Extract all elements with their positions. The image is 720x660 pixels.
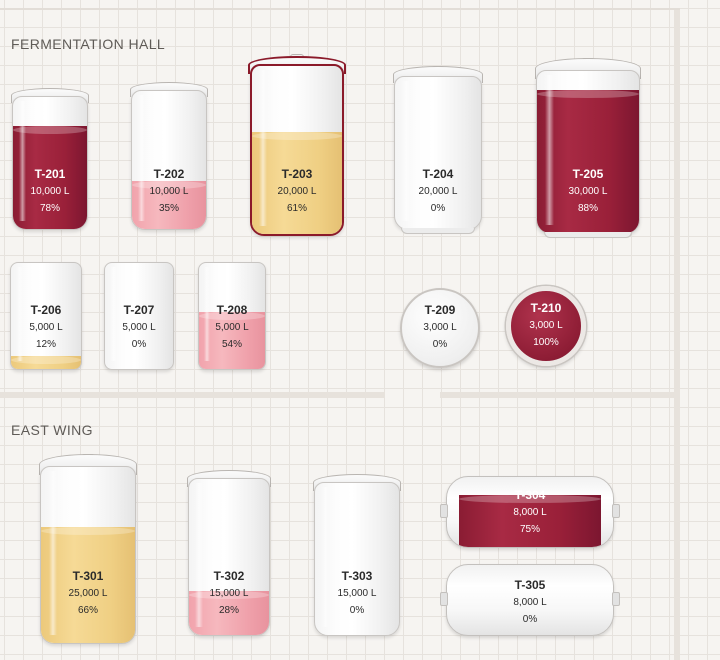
tank-body <box>198 262 266 370</box>
tank-fill-percent: 0% <box>432 339 448 350</box>
tank-id: T-305 <box>514 578 546 592</box>
tank-capacity: 30,000 L <box>568 186 608 197</box>
tank-t205[interactable]: T-205 30,000 L 88% <box>535 58 641 238</box>
tank-capacity: 8,000 L <box>513 507 547 518</box>
hall-title-fermentation: FERMENTATION HALL <box>11 36 166 52</box>
tank-fill-percent: 0% <box>349 605 365 616</box>
tank-id: T-210 <box>530 301 562 315</box>
tank-label: T-301 25,000 L 66% <box>40 568 136 619</box>
tank-fill-percent: 28% <box>218 605 239 616</box>
tank-label: T-204 20,000 L 0% <box>394 166 482 217</box>
tank-id: T-303 <box>341 569 373 583</box>
tank-id: T-302 <box>213 569 245 583</box>
tank-capacity: 8,000 L <box>513 597 547 608</box>
tank-label: T-208 5,000 L 54% <box>198 302 266 353</box>
tank-body <box>314 482 400 636</box>
tank-id: T-207 <box>123 303 155 317</box>
tank-label: T-303 15,000 L 0% <box>314 568 400 619</box>
tank-t304-left-fitting <box>440 504 448 518</box>
tank-capacity: 5,000 L <box>215 322 249 333</box>
tank-t201[interactable]: T-201 10,000 L 78% <box>11 88 89 230</box>
tank-label: T-201 10,000 L 78% <box>12 166 88 217</box>
tank-base <box>401 228 475 234</box>
tank-label: T-302 15,000 L 28% <box>188 568 270 619</box>
tank-body <box>394 76 482 230</box>
tank-id: T-301 <box>72 569 104 583</box>
tank-id: T-209 <box>424 303 456 317</box>
tank-fill-percent: 0% <box>522 614 538 625</box>
tank-t302[interactable]: T-302 15,000 L 28% <box>187 470 271 636</box>
tank-id: T-204 <box>422 167 454 181</box>
hall-title-east-wing: EAST WING <box>11 422 93 438</box>
tank-body <box>536 70 640 234</box>
tank-label: T-305 8,000 L 0% <box>447 577 613 628</box>
tank-fill-percent: 0% <box>430 203 446 214</box>
tank-t305[interactable]: T-305 8,000 L 0% <box>446 564 614 636</box>
tank-fill-percent: 66% <box>77 605 98 616</box>
tank-id: T-202 <box>153 167 185 181</box>
tank-id: T-203 <box>281 167 313 181</box>
tank-t203[interactable]: T-203 20,000 L 61% <box>248 54 346 236</box>
tank-capacity: 3,000 L <box>529 320 563 331</box>
tank-label: T-202 10,000 L 35% <box>131 166 207 217</box>
tank-fill-percent: 88% <box>577 203 598 214</box>
tank-capacity: 10,000 L <box>30 186 70 197</box>
tank-t303[interactable]: T-303 15,000 L 0% <box>313 474 401 636</box>
tank-label: T-210 3,000 L 100% <box>511 300 581 351</box>
tank-t208[interactable]: T-208 5,000 L 54% <box>198 262 266 370</box>
tank-label: T-203 20,000 L 61% <box>250 166 344 217</box>
tank-fill-percent: 78% <box>39 203 60 214</box>
tank-t304[interactable]: T-304 8,000 L 75% <box>446 476 614 548</box>
tank-capacity: 5,000 L <box>122 322 156 333</box>
tank-capacity: 5,000 L <box>29 322 63 333</box>
tank-fill-percent: 75% <box>519 524 540 535</box>
tank-label: T-304 8,000 L 75% <box>447 487 613 538</box>
tank-id: T-206 <box>30 303 62 317</box>
tank-fill-percent: 35% <box>158 203 179 214</box>
tank-label: T-209 3,000 L 0% <box>402 302 478 353</box>
tank-fill-percent: 100% <box>533 337 559 348</box>
tank-t207[interactable]: T-207 5,000 L 0% <box>104 262 174 370</box>
tank-fill <box>11 356 81 369</box>
tank-t206[interactable]: T-206 5,000 L 12% <box>10 262 82 370</box>
tank-id: T-205 <box>572 167 604 181</box>
divider-wall-left <box>0 392 385 398</box>
tank-label: T-205 30,000 L 88% <box>536 166 640 217</box>
tank-id: T-201 <box>34 167 66 181</box>
tank-t209[interactable]: T-209 3,000 L 0% <box>400 288 480 368</box>
tank-capacity: 15,000 L <box>209 588 249 599</box>
tank-capacity: 20,000 L <box>418 186 458 197</box>
tank-capacity: 3,000 L <box>423 322 457 333</box>
tank-body <box>10 262 82 370</box>
tank-fill-percent: 12% <box>35 339 56 350</box>
tank-t305-right-fitting <box>612 592 620 606</box>
divider-wall-right <box>440 392 680 398</box>
tank-t305-left-fitting <box>440 592 448 606</box>
tank-label: T-206 5,000 L 12% <box>10 302 82 353</box>
tank-id: T-304 <box>514 488 546 502</box>
tank-fill-percent: 61% <box>286 203 307 214</box>
tank-fill-percent: 54% <box>221 339 242 350</box>
tank-capacity: 10,000 L <box>149 186 189 197</box>
tank-capacity: 25,000 L <box>68 588 108 599</box>
right-wall <box>674 8 680 660</box>
tank-t304-right-fitting <box>612 504 620 518</box>
tank-t204[interactable]: T-204 20,000 L 0% <box>393 66 483 234</box>
tank-capacity: 20,000 L <box>277 186 317 197</box>
tank-t210[interactable]: T-210 3,000 L 100% <box>506 286 586 366</box>
tank-fill <box>459 494 601 547</box>
tank-capacity: 15,000 L <box>337 588 377 599</box>
tank-body <box>40 466 136 644</box>
tank-t202[interactable]: T-202 10,000 L 35% <box>130 82 208 230</box>
top-wall <box>0 8 680 10</box>
tank-base <box>544 232 632 238</box>
tank-fill-percent: 0% <box>131 339 147 350</box>
tank-id: T-208 <box>216 303 248 317</box>
tank-label: T-207 5,000 L 0% <box>104 302 174 353</box>
tank-t301[interactable]: T-301 25,000 L 66% <box>39 454 137 644</box>
